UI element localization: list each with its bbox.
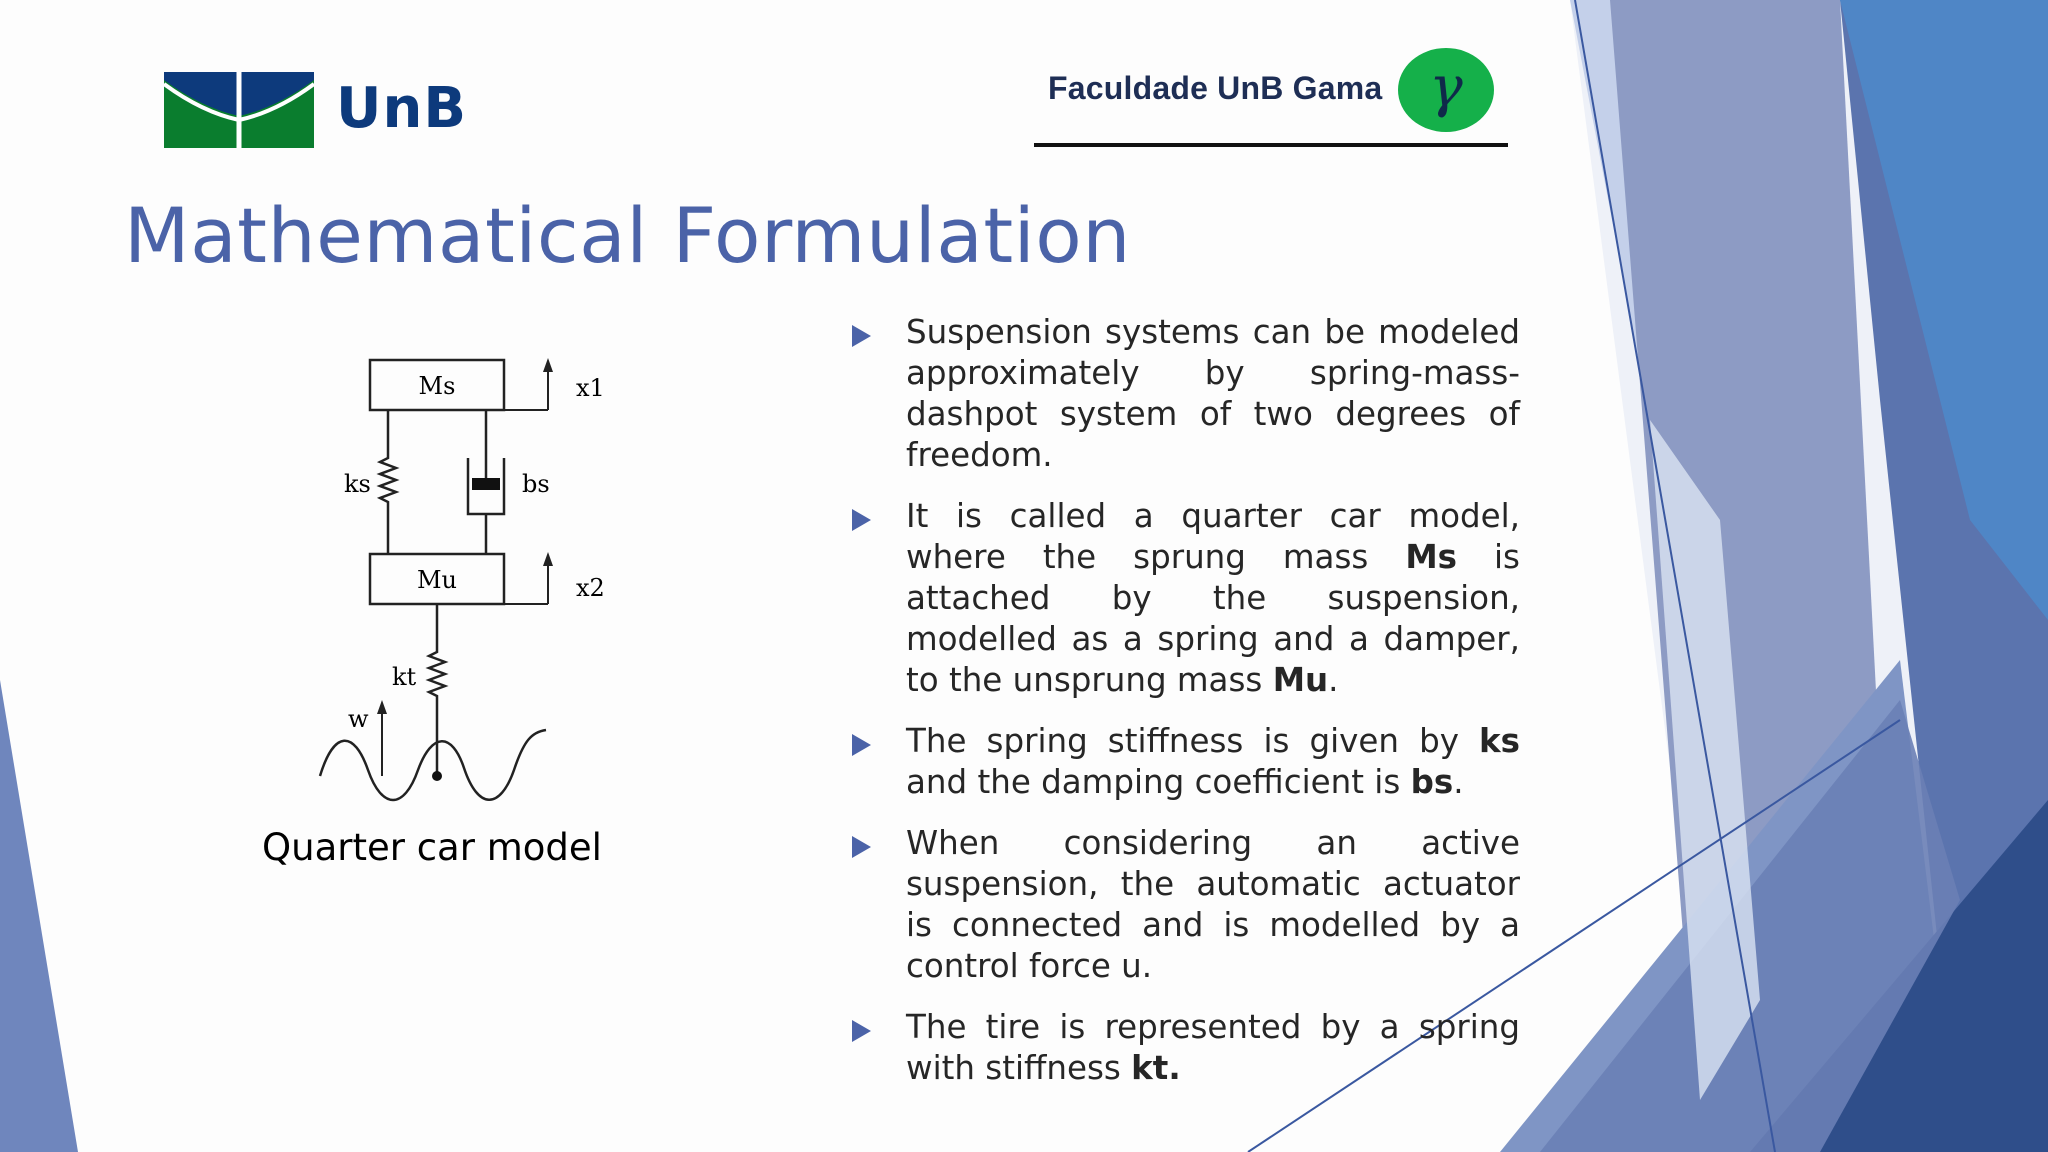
tire-spring — [425, 604, 449, 776]
x1-label: x1 — [576, 374, 605, 402]
x1-arrow-head — [543, 358, 553, 372]
quarter-car-diagram: Ms x1 ks bs Mu x2 kt w — [318, 358, 605, 802]
x2-label: x2 — [576, 574, 605, 602]
unb-logo-text: UnB — [336, 76, 468, 141]
bullet-arrow-icon — [852, 509, 871, 531]
slide-title: Mathematical Formulation — [124, 191, 1131, 280]
gamma-symbol: γ — [1429, 55, 1463, 120]
tire-contact-point — [432, 771, 442, 781]
x2-arrow-head — [543, 552, 553, 566]
bs-label: bs — [522, 470, 550, 498]
bullet-text: The tire is represented by a spring with… — [906, 1008, 1520, 1087]
bullet-bold-term: Ms — [1405, 538, 1458, 576]
bullet-text: . — [1328, 661, 1339, 699]
bullet-item: When considering an active suspension, t… — [848, 823, 1520, 987]
bullet-list: Suspension systems can be modeled approx… — [848, 312, 1520, 1109]
bullet-text: is attached by the suspension, modelled … — [906, 538, 1520, 699]
unsprung-mass-label: Mu — [417, 566, 457, 594]
bullet-item: The spring stiffness is given by ks and … — [848, 721, 1520, 803]
faculty-logo-underline — [1034, 143, 1508, 147]
diagram-caption: Quarter car model — [262, 826, 602, 869]
bullet-arrow-icon — [852, 836, 871, 858]
bullet-text: When considering an active suspension, t… — [906, 824, 1520, 985]
bullet-arrow-icon — [852, 1020, 871, 1042]
damper-piston — [472, 478, 500, 490]
decor-thin-line-1 — [1574, 0, 1776, 1152]
decor-shape-bright — [1840, 0, 2048, 620]
unb-emblem-icon — [164, 72, 314, 148]
bullet-text: and the damping coefficient is — [906, 763, 1411, 801]
w-label: w — [348, 705, 369, 733]
bullet-text: . — [1453, 763, 1464, 801]
sprung-mass-label: Ms — [419, 372, 456, 400]
decor-thin-line-2 — [1247, 719, 1901, 1152]
bullet-arrow-icon — [852, 325, 871, 347]
decor-left-strip — [0, 680, 78, 1152]
faculty-logo-text: Faculdade UnB Gama — [1048, 70, 1383, 106]
road-profile — [318, 728, 547, 802]
bullet-text: Suspension systems can be modeled approx… — [906, 313, 1520, 474]
bullet-text: It is called a quarter car model, where … — [906, 497, 1520, 576]
bullet-item: Suspension systems can be modeled approx… — [848, 312, 1520, 476]
bullet-item: It is called a quarter car model, where … — [848, 496, 1520, 701]
suspension-spring — [376, 410, 400, 554]
kt-label: kt — [392, 663, 417, 691]
unb-logo — [164, 72, 314, 148]
w-arrow-head — [377, 700, 387, 714]
bullet-arrow-icon — [852, 734, 871, 756]
sprung-mass-box — [368, 358, 506, 412]
faculty-logo: Faculdade UnB Gama γ — [1034, 48, 1510, 148]
bullet-item: The tire is represented by a spring with… — [848, 1007, 1520, 1089]
bullet-bold-term: kt. — [1131, 1049, 1181, 1087]
gamma-icon: γ — [1398, 48, 1494, 132]
bullet-bold-term: ks — [1479, 722, 1520, 760]
ks-label: ks — [344, 470, 371, 498]
bullet-text: The spring stiffness is given by — [906, 722, 1480, 760]
bullet-bold-term: Mu — [1272, 661, 1329, 699]
bullet-bold-term: bs — [1410, 763, 1454, 801]
